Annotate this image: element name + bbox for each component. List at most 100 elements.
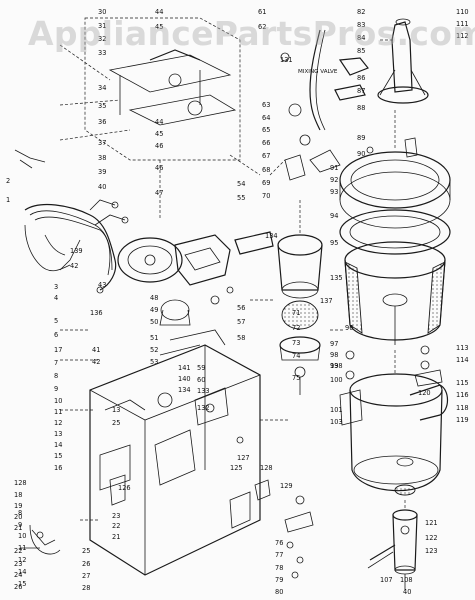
callout-4: 4 [54,294,58,302]
callout-64: 64 [262,114,270,122]
callout-120: 120 [418,389,431,397]
callout-6: 6 [54,331,58,339]
callout-8: 8 [54,372,58,380]
callout-54: 54 [237,180,245,188]
callout-15b: 15 [18,580,26,588]
callout-107: 107 [380,576,393,584]
callout-134b: 134 [265,232,278,240]
callout-3: 3 [54,283,58,291]
callout-35: 35 [98,102,106,110]
right-small-parts [345,137,443,387]
callout-110: 110 [456,8,469,16]
callout-45: 45 [155,23,163,31]
spin-basket [344,241,446,345]
cabinet-base [89,329,261,576]
callout-103: 103 [330,418,343,426]
callout-39: 39 [98,168,106,176]
callout-31: 31 [98,22,106,30]
callout-100: 100 [330,376,343,384]
callout-111: 111 [456,20,469,28]
callout-133: 133 [197,387,210,395]
callout-86: 86 [357,74,365,82]
callout-77: 77 [275,551,283,559]
callout-20: 20 [14,513,22,521]
callout-34: 34 [98,84,106,92]
callout-121: 121 [425,519,438,527]
label-mixing-valve: MIXING VALVE [298,69,338,75]
callout-108: 108 [400,576,413,584]
callout-10: 10 [54,397,62,405]
callout-93: 93 [330,188,338,196]
callout-19: 19 [14,502,22,510]
callout-96: 96 [345,324,353,332]
callout-13: 13 [54,430,62,438]
callout-26b: 26 [82,560,90,568]
callout-138: 138 [330,362,343,370]
callout-70: 70 [262,192,270,200]
callout-25: 25 [112,419,120,427]
callout-7: 7 [54,359,58,367]
callout-42b: 42 [92,358,100,366]
callout-80: 80 [275,588,283,596]
tub-ring [339,151,451,255]
callout-32: 32 [98,35,106,43]
callout-69: 69 [262,179,270,187]
callout-9: 9 [54,385,58,393]
callout-52: 52 [150,346,158,354]
callout-46b: 46 [155,164,163,172]
callout-91: 91 [330,164,338,172]
callout-123: 123 [425,547,438,555]
callouts-mid: 44 45 44 45 46 46 47 48 49 50 136 51 52 … [82,8,250,592]
callout-22b: 22 [112,522,120,530]
callout-66: 66 [262,139,270,147]
callout-79: 79 [275,576,283,584]
callout-1: 1 [6,196,10,204]
callout-48: 48 [150,294,158,302]
callout-40: 40 [98,183,106,191]
callout-25b: 25 [82,547,90,555]
callout-129: 129 [280,482,293,490]
callout-45b: 45 [155,130,163,138]
callout-47: 47 [155,189,163,197]
callout-22: 22 [14,547,22,555]
callout-60: 60 [197,376,205,384]
callout-72: 72 [292,324,300,332]
callout-8b: 8 [18,509,22,517]
callout-14: 14 [54,441,62,449]
callout-21: 21 [14,524,22,532]
callout-88: 88 [357,104,365,112]
timer-motor-assembly [117,234,234,326]
callout-27: 27 [82,572,90,580]
callout-67: 67 [262,152,270,160]
callout-58: 58 [237,334,245,342]
callout-14b: 14 [18,568,26,576]
callout-37: 37 [98,139,106,147]
lower-center-parts [254,479,314,579]
callout-132: 132 [197,404,210,412]
callout-57: 57 [237,318,245,326]
callout-12: 12 [54,419,62,427]
callout-55: 55 [237,194,245,202]
callout-65: 65 [262,126,270,134]
callout-38: 38 [98,154,106,162]
leader-lines [59,39,406,521]
callout-90: 90 [357,150,365,158]
callout-83: 83 [357,21,365,29]
callout-12b: 12 [18,556,26,564]
callout-131: 131 [280,56,293,64]
callout-75: 75 [292,374,300,382]
callout-137: 137 [320,297,333,305]
callout-122: 122 [425,534,438,542]
callout-119: 119 [456,416,469,424]
callout-141: 141 [178,364,191,372]
callout-16: 16 [54,464,62,472]
callout-17: 17 [54,346,62,354]
callout-113: 113 [456,344,469,352]
callout-73: 73 [292,339,300,347]
drain-pump [367,509,418,590]
callout-84: 84 [357,34,365,42]
callout-128: 128 [14,479,27,487]
callout-89: 89 [357,134,365,142]
callout-116: 116 [456,391,469,399]
callouts-right: 82 83 84 85 86 87 88 89 90 91 92 93 94 9… [330,8,469,596]
